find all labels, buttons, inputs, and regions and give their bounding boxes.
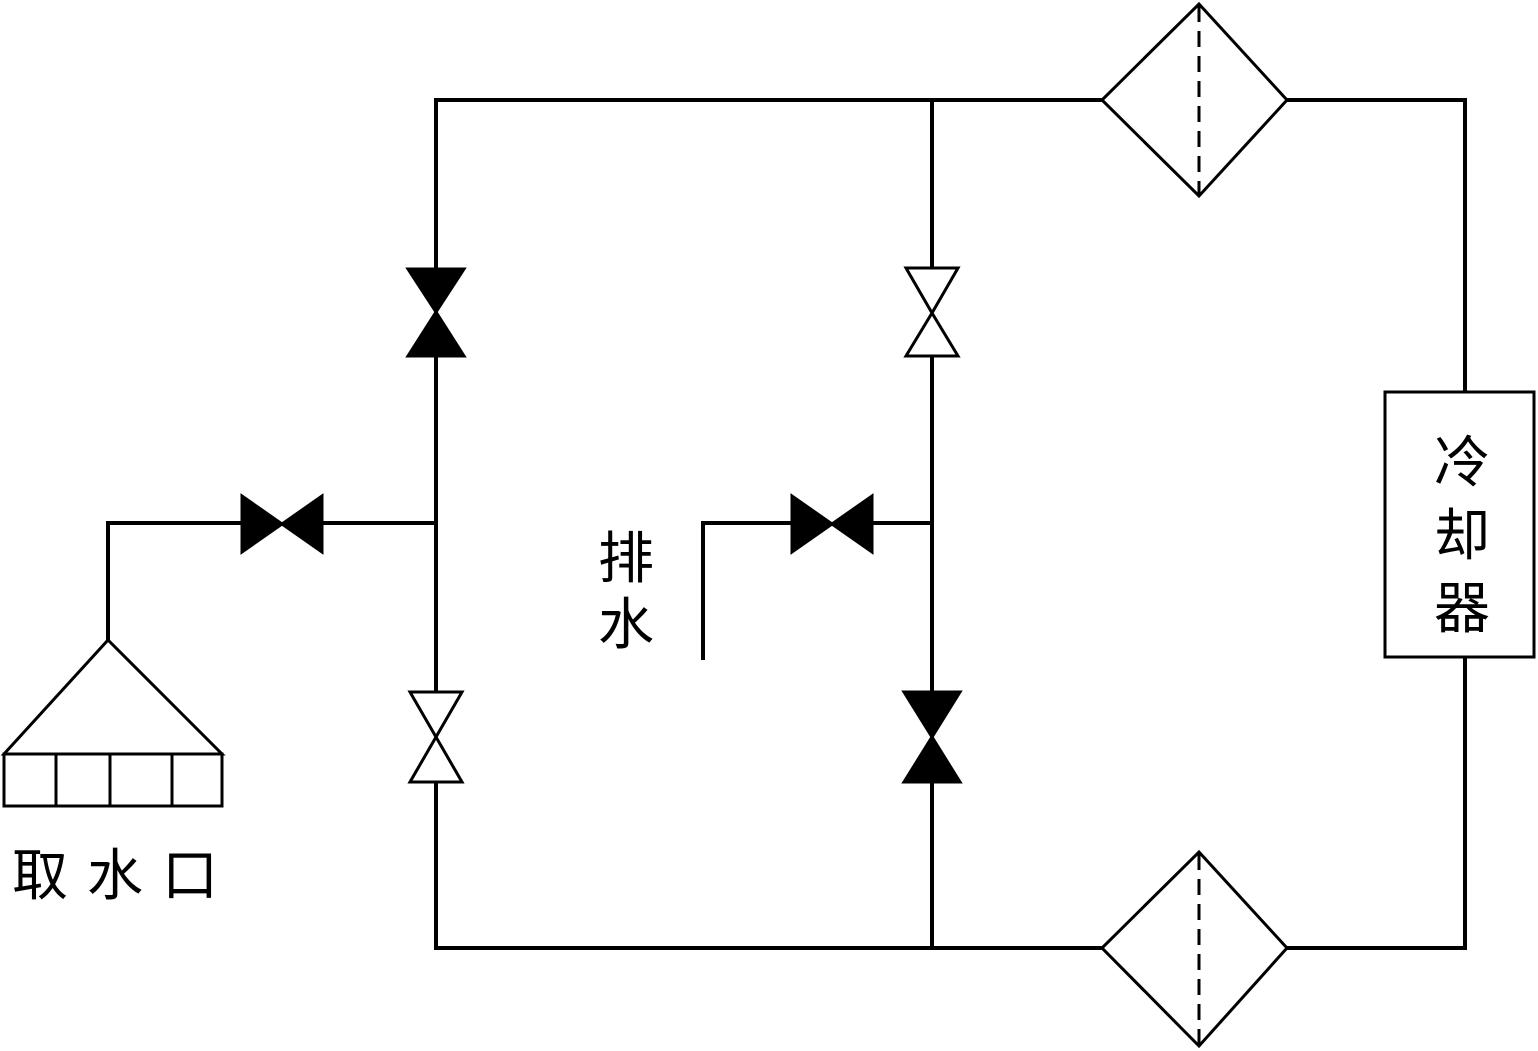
- cooler-box: [1383, 390, 1536, 659]
- drain-label-line2: 水: [598, 593, 654, 658]
- right-lower-valve[interactable]: [901, 690, 963, 784]
- top-right-pipe: [1285, 98, 1467, 394]
- drain-valve[interactable]: [790, 493, 874, 555]
- intake-pipe: [106, 521, 438, 642]
- intake-screen: [2, 752, 224, 808]
- right-upper-valve[interactable]: [903, 266, 961, 358]
- lower-filter: [1099, 849, 1290, 1049]
- intake-valve[interactable]: [240, 493, 324, 555]
- pipes: [106, 98, 1467, 950]
- cooler-label-line3: 器: [1434, 577, 1490, 642]
- cooler-label-line1: 冷: [1434, 431, 1490, 496]
- upper-filter: [1099, 1, 1290, 199]
- drain-label-line1: 排: [598, 527, 654, 592]
- bottom-right-pipe: [1285, 655, 1467, 950]
- cooler: [1383, 390, 1536, 659]
- intake-label: 取水口: [12, 844, 218, 909]
- drain-pipe: [701, 521, 934, 660]
- intake-hood: [0, 637, 226, 756]
- left-lower-valve[interactable]: [407, 690, 465, 784]
- water-intake: [0, 637, 226, 808]
- left-upper-valve[interactable]: [405, 267, 467, 358]
- cooler-label-line2: 却: [1434, 504, 1490, 569]
